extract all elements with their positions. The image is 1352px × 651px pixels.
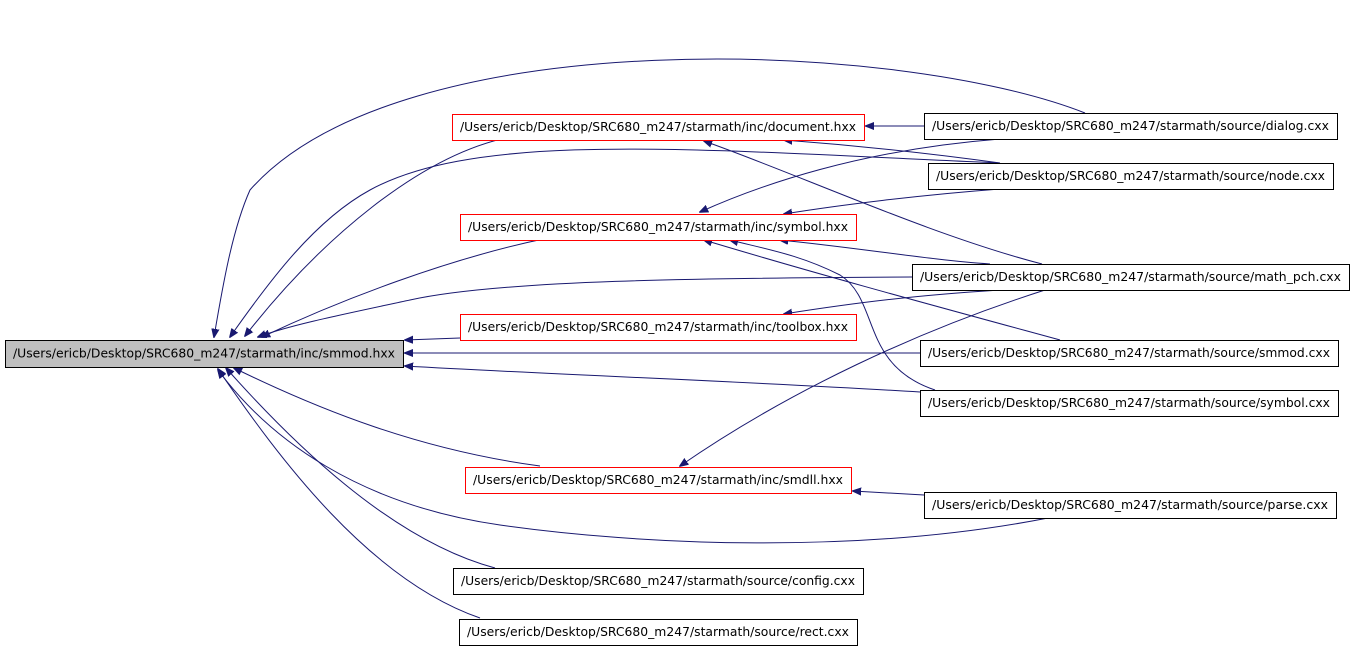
edge-math_pch_cxx-to-smdll_hxx <box>680 289 1046 466</box>
edge-smdll_hxx-to-smmod_hxx <box>234 368 541 467</box>
node-symbol-cxx[interactable]: /Users/ericb/Desktop/SRC680_m247/starmat… <box>920 390 1339 417</box>
edge-symbol_cxx-to-smmod_hxx <box>405 366 921 393</box>
node-box <box>5 340 404 368</box>
edge-node_cxx-to-document_hxx <box>784 140 1001 164</box>
node-symbol-hxx[interactable]: /Users/ericb/Desktop/SRC680_m247/starmat… <box>460 214 857 241</box>
node-box <box>452 114 865 141</box>
node-box <box>453 568 864 595</box>
edge-toolbox_hxx-to-smmod_hxx <box>405 338 461 340</box>
node-config-cxx[interactable]: /Users/ericb/Desktop/SRC680_m247/starmat… <box>453 568 864 595</box>
node-math-pch-cxx[interactable]: /Users/ericb/Desktop/SRC680_m247/starmat… <box>912 264 1350 291</box>
node-toolbox-hxx[interactable]: /Users/ericb/Desktop/SRC680_m247/starmat… <box>460 314 857 341</box>
node-label: /Users/ericb/Desktop/SRC680_m247/starmat… <box>473 473 843 487</box>
node-box <box>459 619 858 646</box>
edges-layer <box>214 58 1086 619</box>
node-node-cxx[interactable]: /Users/ericb/Desktop/SRC680_m247/starmat… <box>928 163 1334 190</box>
node-rect-cxx[interactable]: /Users/ericb/Desktop/SRC680_m247/starmat… <box>459 619 858 646</box>
node-box <box>924 492 1337 519</box>
node-parse-cxx[interactable]: /Users/ericb/Desktop/SRC680_m247/starmat… <box>924 492 1337 519</box>
node-label: /Users/ericb/Desktop/SRC680_m247/starmat… <box>928 346 1330 360</box>
node-label: /Users/ericb/Desktop/SRC680_m247/starmat… <box>467 625 849 639</box>
edge-dialog_cxx-to-symbol_hxx <box>700 138 1001 212</box>
node-box <box>912 264 1350 291</box>
node-box <box>920 390 1339 417</box>
edge-symbol_cxx-to-symbol_hxx <box>730 240 936 391</box>
node-box <box>460 314 857 341</box>
edge-parse_cxx-to-smdll_hxx <box>853 491 925 495</box>
node-box <box>465 467 852 494</box>
node-smdll-hxx[interactable]: /Users/ericb/Desktop/SRC680_m247/starmat… <box>465 467 852 494</box>
node-label: /Users/ericb/Desktop/SRC680_m247/starmat… <box>936 169 1325 183</box>
node-label: /Users/ericb/Desktop/SRC680_m247/starmat… <box>932 119 1329 133</box>
edge-config_cxx-to-smmod_hxx <box>226 368 496 569</box>
node-smmod-hxx[interactable]: /Users/ericb/Desktop/SRC680_m247/starmat… <box>5 340 404 368</box>
node-box <box>460 214 857 241</box>
node-dialog-cxx[interactable]: /Users/ericb/Desktop/SRC680_m247/starmat… <box>924 113 1338 140</box>
node-label: /Users/ericb/Desktop/SRC680_m247/starmat… <box>928 396 1330 410</box>
node-document-hxx[interactable]: /Users/ericb/Desktop/SRC680_m247/starmat… <box>452 114 865 141</box>
node-smmod-cxx[interactable]: /Users/ericb/Desktop/SRC680_m247/starmat… <box>920 340 1339 367</box>
edge-math_pch_cxx-to-symbol_hxx <box>780 240 991 265</box>
node-label: /Users/ericb/Desktop/SRC680_m247/starmat… <box>468 220 848 234</box>
edge-document_hxx-to-smmod_hxx <box>245 136 511 336</box>
edge-node_cxx-to-symbol_hxx <box>784 188 1001 214</box>
node-label: /Users/ericb/Desktop/SRC680_m247/starmat… <box>13 347 395 361</box>
edge-parse_cxx-to-smmod_hxx <box>218 370 1049 544</box>
node-label: /Users/ericb/Desktop/SRC680_m247/starmat… <box>460 120 856 134</box>
edge-rect_cxx-to-smmod_hxx <box>218 369 481 619</box>
node-box <box>924 113 1338 140</box>
edge-node_cxx-to-smmod_hxx <box>230 148 1001 337</box>
node-label: /Users/ericb/Desktop/SRC680_m247/starmat… <box>920 270 1341 284</box>
edge-math_pch_cxx-to-toolbox_hxx <box>784 289 1001 314</box>
node-box <box>920 340 1339 367</box>
edge-math_pch_cxx-to-smmod_hxx <box>258 276 913 337</box>
node-label: /Users/ericb/Desktop/SRC680_m247/starmat… <box>468 320 848 334</box>
edge-symbol_hxx-to-smmod_hxx <box>262 237 549 337</box>
nodes-layer: /Users/ericb/Desktop/SRC680_m247/starmat… <box>5 113 1350 646</box>
edge-dialog_cxx-to-smmod_hxx <box>214 58 1086 337</box>
node-label: /Users/ericb/Desktop/SRC680_m247/starmat… <box>932 498 1328 512</box>
edge-smmod_cxx-to-symbol_hxx <box>704 240 1061 341</box>
node-box <box>928 163 1334 190</box>
edge-math_pch_cxx-to-document_hxx <box>704 141 1043 265</box>
node-label: /Users/ericb/Desktop/SRC680_m247/starmat… <box>461 574 855 588</box>
